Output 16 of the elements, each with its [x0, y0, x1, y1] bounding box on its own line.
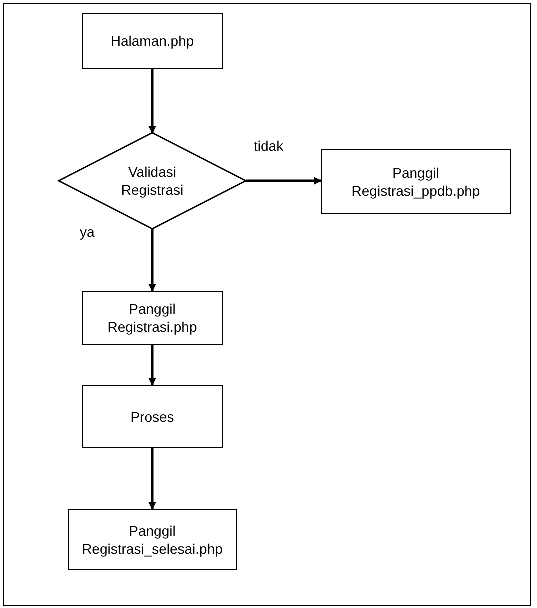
decision-text: Validasi Registrasi — [120, 163, 185, 199]
arrow — [148, 345, 156, 386]
box-text: Panggil Registrasi_selesai.php — [81, 522, 224, 558]
box-text: Panggil Registrasi.php — [106, 300, 198, 336]
process-box — [82, 291, 223, 345]
arrow — [246, 177, 322, 185]
box-text: Halaman.php — [110, 32, 196, 50]
process-box — [82, 385, 223, 448]
box-text: Proses — [130, 408, 176, 426]
arrow — [148, 229, 156, 292]
arrow — [148, 448, 156, 510]
process-box — [68, 509, 237, 570]
arrow — [148, 69, 156, 134]
process-box — [321, 149, 511, 214]
process-box — [82, 13, 223, 69]
box-text: Panggil Registrasi_ppdb.php — [350, 164, 482, 200]
